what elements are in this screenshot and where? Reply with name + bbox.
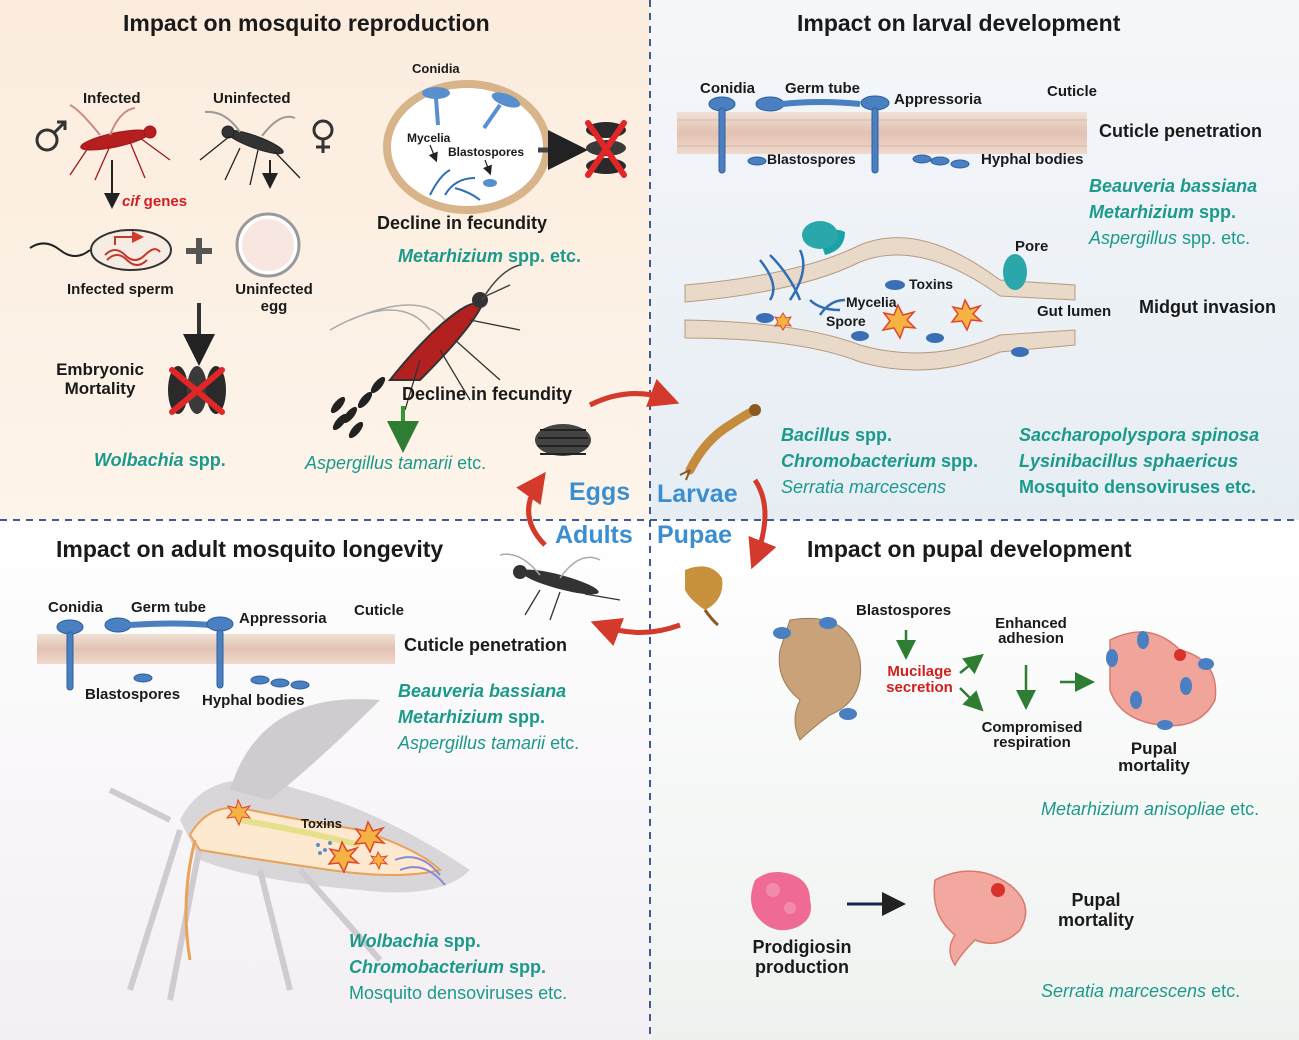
larval-fungus-icon <box>708 95 970 174</box>
dead-eggs-icon <box>168 366 226 415</box>
dead-eggs-stack-icon <box>585 120 627 178</box>
larval-spore-label: Spore <box>826 313 866 329</box>
larval-title: Impact on larval development <box>797 10 1121 36</box>
serratia-pupal-label: Serratia marcescens etc. <box>1041 981 1241 1001</box>
conidia-label: Conidia <box>412 61 460 76</box>
larval-toxins-label: Toxins <box>909 276 954 292</box>
pupal-panel <box>650 520 1299 1040</box>
metarhizium-org-label: Metarhizium spp. etc. <box>398 246 582 266</box>
pupal-blastospores-label: Blastospores <box>856 602 952 619</box>
larval-cuticle-label: Cuticle <box>1047 83 1098 100</box>
densovirus-larval-label: Mosquito densoviruses etc. <box>1019 477 1257 497</box>
adult-germ-tube-label: Germ tube <box>131 599 207 616</box>
larval-appressoria-label: Appressoria <box>894 91 982 108</box>
larval-germ-tube-label: Germ tube <box>785 80 861 97</box>
stage-pupae: Pupae <box>657 521 733 549</box>
serratia-larval-label: Serratia marcescens <box>781 477 947 497</box>
larval-metarhizium-label: Metarhizium spp. <box>1089 202 1237 222</box>
adult-beauveria-label: Beauveria bassiana <box>398 681 567 701</box>
plus-icon <box>186 238 212 264</box>
blood-fed-mosquito-icon <box>329 264 521 411</box>
infected-male-mosquito-icon <box>69 104 171 181</box>
saccharopolyspora-label: Saccharopolyspora spinosa <box>1019 425 1260 445</box>
adult-blastospores-label: Blastospores <box>85 686 181 703</box>
dead-pupa-2-icon <box>933 870 1027 967</box>
larval-blastospores-label: Blastospores <box>767 151 856 167</box>
blastospores-label: Blastospores <box>448 145 525 159</box>
larval-mycelia-label: Mycelia <box>846 294 897 310</box>
larval-hyphal-bodies-label: Hyphal bodies <box>981 151 1084 168</box>
larva-icon <box>679 404 761 481</box>
larval-cuticle-layer <box>677 112 1087 154</box>
pupal-title: Impact on pupal development <box>807 536 1132 562</box>
adult-cuticle-label: Cuticle <box>354 602 405 619</box>
infected-sperm-icon <box>29 229 172 271</box>
egg-raft-icon <box>535 424 591 456</box>
adult-title: Impact on adult mosquito longevity <box>56 536 444 562</box>
bacillus-label: Bacillus spp. <box>781 425 893 445</box>
dead-pupa-icon <box>1106 631 1217 730</box>
uninfected-female-mosquito-icon <box>199 110 301 186</box>
aspergillus-tamarii-label: Aspergillus tamarii etc. <box>305 453 487 473</box>
male-symbol-icon <box>35 120 67 152</box>
lysinibacillus-label: Lysinibacillus sphaericus <box>1019 451 1239 471</box>
gut-lumen-label: Gut lumen <box>1037 303 1112 320</box>
adult-toxins-label: Toxins <box>301 816 342 831</box>
infected-label: Infected <box>83 90 141 107</box>
adult-fungus-icon <box>56 616 310 691</box>
chromobacterium-larval-label: Chromobacterium spp. <box>781 451 979 471</box>
lifecycle-arrows <box>516 378 777 647</box>
adult-cuticle-penetration-label: Cuticle penetration <box>404 635 568 655</box>
pore-label: Pore <box>1015 238 1049 255</box>
uninfected-egg-icon <box>235 212 301 278</box>
adult-aspergillus-label: Aspergillus tamarii etc. <box>398 733 580 753</box>
adult-conidia-label: Conidia <box>48 599 103 616</box>
female-symbol-icon <box>312 119 334 153</box>
metarhizium-anisopliae-label: Metarhizium anisopliae etc. <box>1041 799 1260 819</box>
stage-eggs: Eggs <box>569 478 631 506</box>
larval-panel <box>650 0 1299 520</box>
infected-pupa-icon <box>773 617 862 741</box>
infected-egg-with-fungi-icon <box>383 80 551 214</box>
decline-fecundity-label-2: Decline in fecundity <box>402 384 573 404</box>
wolbachia-org-label: Wolbachia spp. <box>94 450 226 470</box>
larval-aspergillus-label: Aspergillus spp. etc. <box>1089 228 1251 248</box>
adult-chromobacterium-label: Chromobacterium spp. <box>349 957 547 977</box>
adult-densovirus-label: Mosquito densoviruses etc. <box>349 983 568 1003</box>
mosquito-silhouette-icon <box>108 699 470 1001</box>
midgut-invasion-label: Midgut invasion <box>1139 297 1276 317</box>
stage-adults: Adults <box>555 521 633 549</box>
larval-beauveria-label: Beauveria bassiana <box>1089 176 1258 196</box>
mycelia-label: Mycelia <box>407 131 451 145</box>
adult-panel <box>0 520 650 1040</box>
stage-larvae: Larvae <box>657 480 738 508</box>
larval-conidia-label: Conidia <box>700 80 755 97</box>
adult-mosquito-icon <box>499 553 621 621</box>
decline-fecundity-label-1: Decline in fecundity <box>377 213 548 233</box>
reproduction-title: Impact on mosquito reproduction <box>123 10 490 36</box>
adult-wolbachia-label: Wolbachia spp. <box>349 931 481 951</box>
laid-eggs-icon <box>330 376 386 439</box>
midgut-icon <box>684 221 1076 371</box>
adult-metarhizium-label: Metarhizium spp. <box>398 707 546 727</box>
infected-sperm-label: Infected sperm <box>67 281 174 298</box>
adult-hyphal-bodies-label: Hyphal bodies <box>202 692 305 709</box>
adult-appressoria-label: Appressoria <box>239 610 327 627</box>
prodigiosin-cluster-icon <box>751 872 811 931</box>
uninfected-label: Uninfected <box>213 90 291 107</box>
adult-cuticle-layer <box>37 634 395 664</box>
pupa-icon <box>685 566 723 627</box>
cif-genes-label: cif genes <box>122 193 188 210</box>
larval-cuticle-penetration-label: Cuticle penetration <box>1099 121 1263 141</box>
